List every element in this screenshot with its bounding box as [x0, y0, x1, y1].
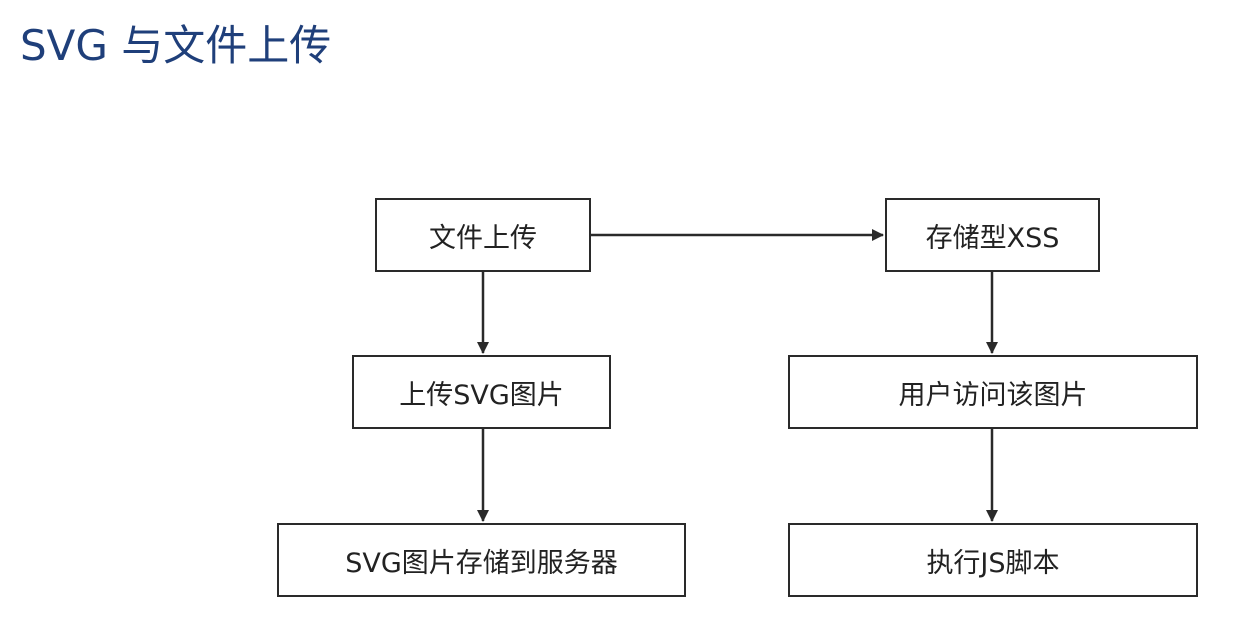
node-stored-xss: 存储型XSS	[885, 198, 1100, 272]
node-file-upload: 文件上传	[375, 198, 591, 272]
page-title: SVG 与文件上传	[20, 21, 332, 70]
node-upload-svg-image: 上传SVG图片	[352, 355, 611, 429]
node-execute-js-script: 执行JS脚本	[788, 523, 1198, 597]
node-svg-stored-on-server: SVG图片存储到服务器	[277, 523, 686, 597]
node-user-accesses-image: 用户访问该图片	[788, 355, 1198, 429]
